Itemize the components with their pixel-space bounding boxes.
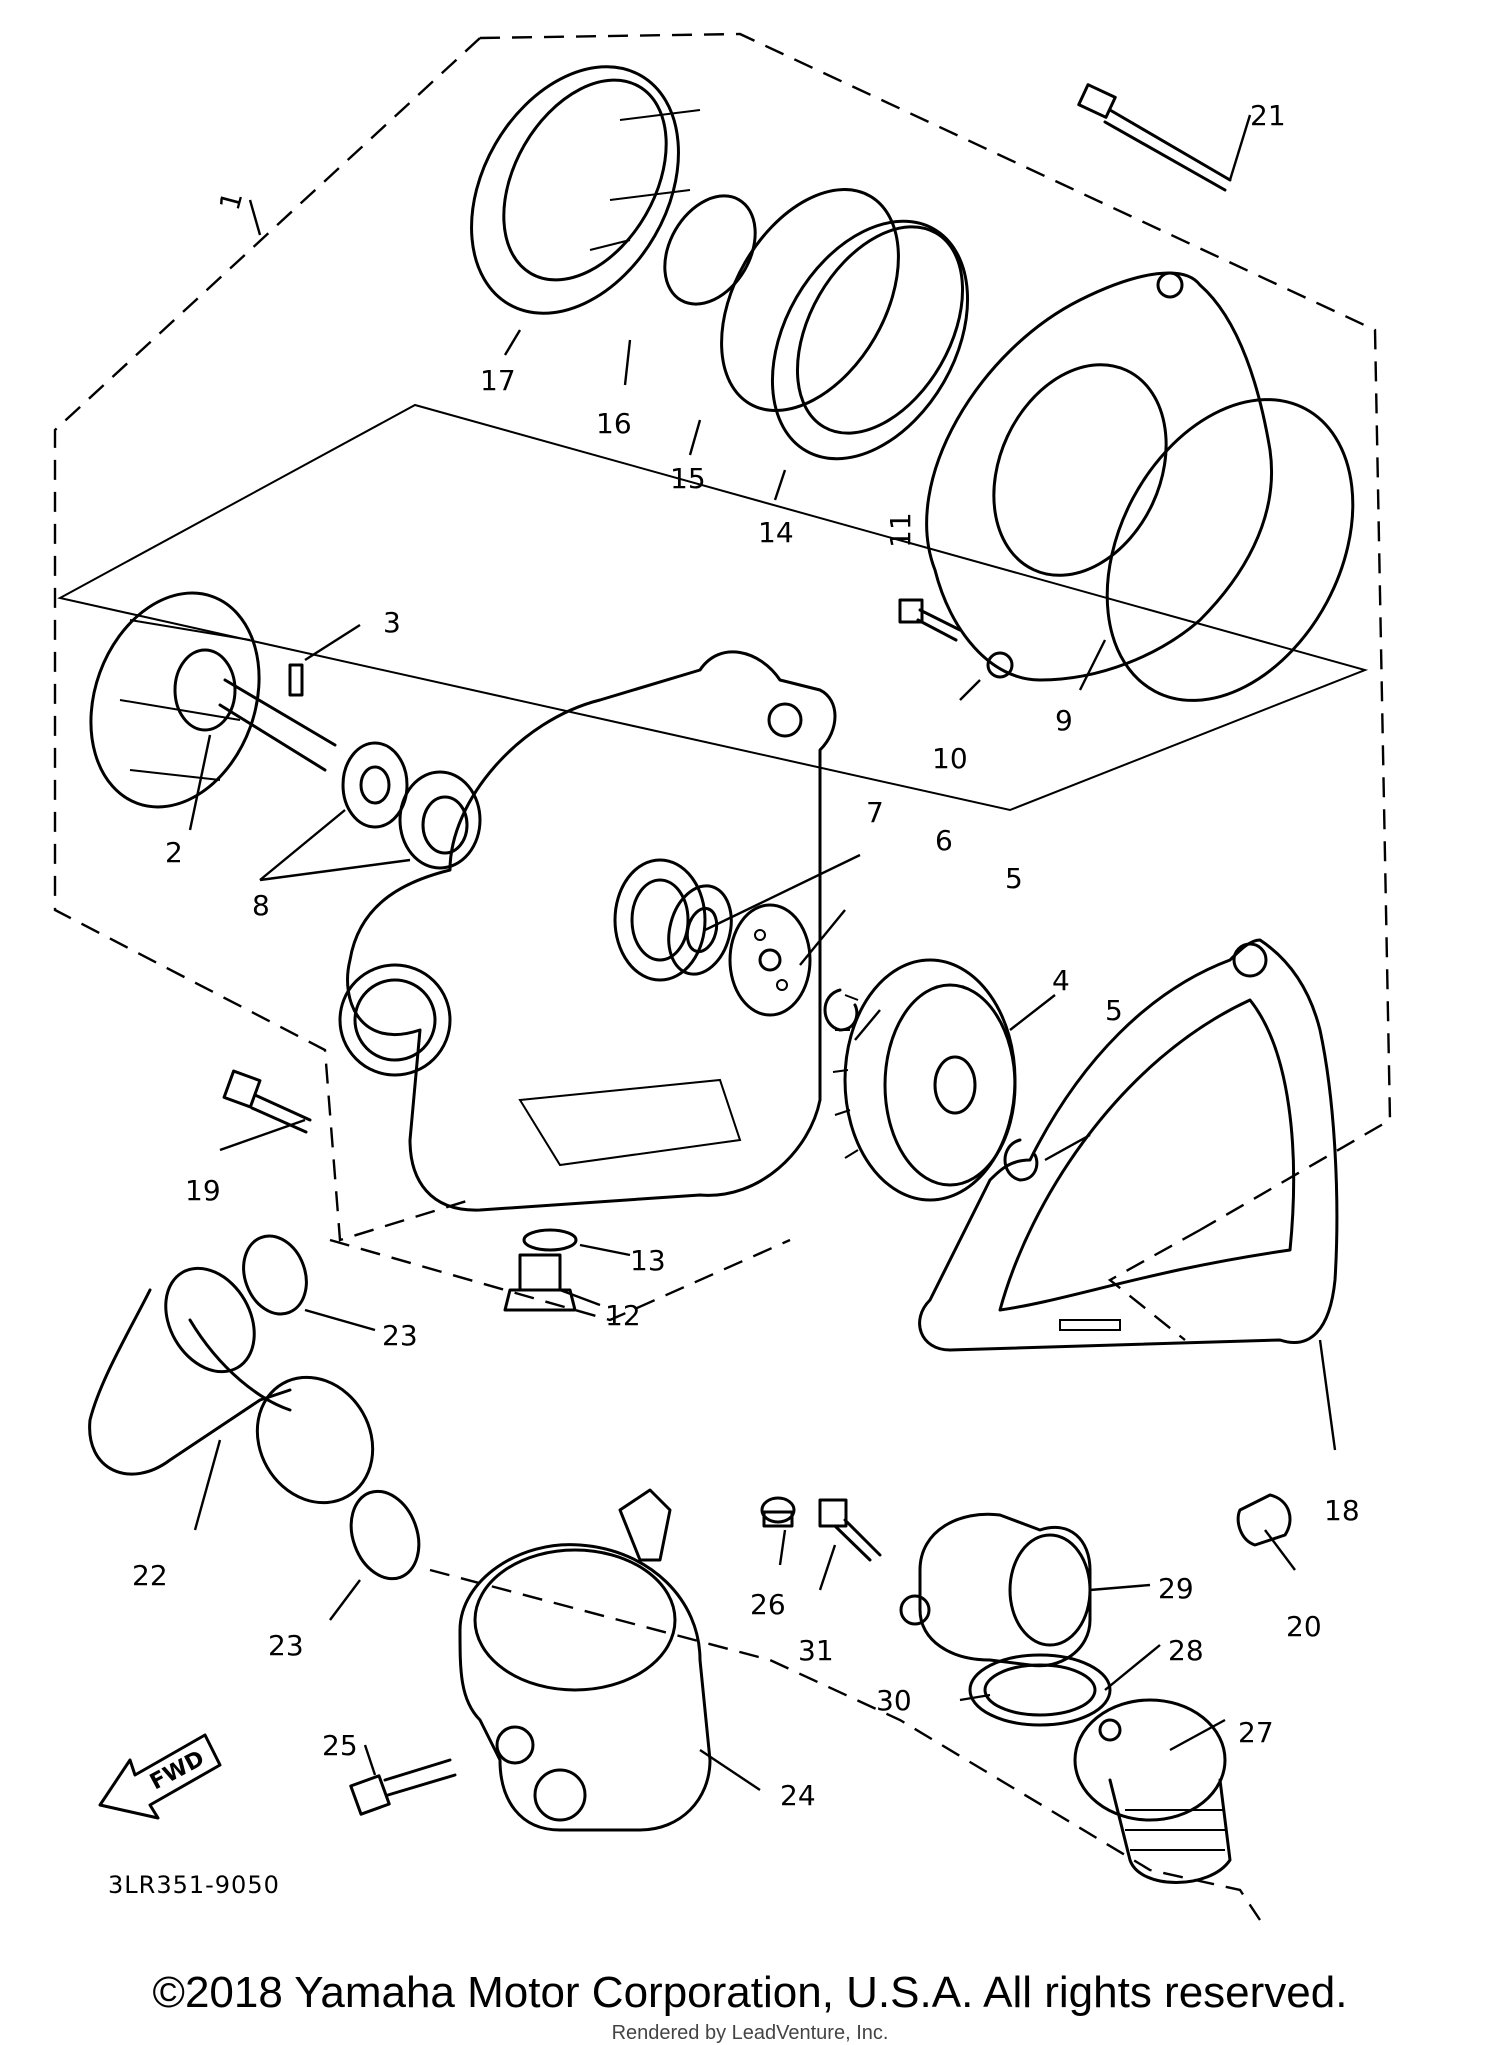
callout-3: 3 xyxy=(383,606,401,639)
callout-5b: 5 xyxy=(1105,994,1123,1027)
fwd-arrow-icon: FWD xyxy=(98,1733,222,1820)
thermostat-housing-part xyxy=(458,1488,712,1832)
thermostat-cover-part xyxy=(899,1512,1092,1668)
callout-1: 1 xyxy=(213,188,249,214)
assembly-outlines xyxy=(53,32,1392,1921)
elbow-pipe-part xyxy=(88,1266,375,1505)
housing-cover-part xyxy=(925,271,1273,682)
callout-12: 12 xyxy=(605,1299,641,1332)
plug-part xyxy=(663,194,757,306)
callout-28: 28 xyxy=(1168,1634,1204,1667)
callout-24: 24 xyxy=(780,1779,816,1812)
pump-housing-part xyxy=(338,650,837,1212)
callout-10: 10 xyxy=(932,742,968,775)
callout-15: 15 xyxy=(670,462,706,495)
leader-lines xyxy=(188,114,1337,1791)
callout-13: 13 xyxy=(630,1244,666,1277)
callout-18: 18 xyxy=(1324,1494,1360,1527)
seal-ring-part xyxy=(770,219,970,461)
callout-6: 6 xyxy=(935,824,953,857)
callout-25: 25 xyxy=(322,1729,358,1762)
callout-29: 29 xyxy=(1158,1572,1194,1605)
rendered-by-notice: Rendered by LeadVenture, Inc. xyxy=(611,2022,889,2044)
callout-23a: 23 xyxy=(382,1319,418,1352)
pipe-o-rings-part xyxy=(242,1234,421,1581)
callout-20: 20 xyxy=(1286,1610,1322,1643)
callout-2: 2 xyxy=(165,836,183,869)
gasket-ring-part xyxy=(1105,398,1355,702)
bearing-part xyxy=(667,884,733,976)
callout-16: 16 xyxy=(596,407,632,440)
callout-8: 8 xyxy=(252,889,270,922)
bolt-19-part xyxy=(222,1069,312,1134)
callout-11: 11 xyxy=(884,512,917,548)
seal-cover-part xyxy=(470,65,701,315)
diagram-code: 3LR351-9050 xyxy=(108,1871,280,1899)
callout-5a: 5 xyxy=(1005,862,1023,895)
callout-labels: 1 2 3 4 5 5 6 7 8 9 10 11 12 13 14 15 16… xyxy=(132,99,1360,1812)
callout-27: 27 xyxy=(1238,1716,1274,1749)
callout-14: 14 xyxy=(758,516,794,549)
gear-hub-part xyxy=(728,903,812,1017)
callout-9: 9 xyxy=(1055,704,1073,737)
callout-4: 4 xyxy=(1052,964,1070,997)
long-bolt-part xyxy=(1077,83,1232,192)
thermostat-part xyxy=(1073,1698,1232,1884)
pin-part xyxy=(288,663,304,697)
small-plug-part xyxy=(760,1496,796,1528)
copyright-notice: ©2018 Yamaha Motor Corporation, U.S.A. A… xyxy=(152,1968,1348,2017)
callout-17: 17 xyxy=(480,364,516,397)
large-gasket-part xyxy=(918,938,1339,1352)
bolt-31-part xyxy=(818,1498,882,1562)
callout-21: 21 xyxy=(1250,99,1286,132)
o-ring-part xyxy=(720,188,900,412)
cap-part xyxy=(1236,1493,1292,1547)
cover-group-outline xyxy=(57,403,1369,812)
callout-19: 19 xyxy=(185,1174,221,1207)
callout-30: 30 xyxy=(876,1684,912,1717)
bearing-seal-part xyxy=(341,741,482,870)
gear-part xyxy=(832,958,1017,1202)
callout-7: 7 xyxy=(866,796,884,829)
impeller-shaft-part xyxy=(89,591,337,809)
bolt-25-part xyxy=(349,1758,457,1816)
callout-31: 31 xyxy=(798,1634,834,1667)
callout-26: 26 xyxy=(750,1588,786,1621)
thermostat-gasket-part xyxy=(968,1653,1112,1727)
callout-23b: 23 xyxy=(268,1629,304,1662)
callout-22: 22 xyxy=(132,1559,168,1592)
small-bolt-part xyxy=(898,598,962,642)
drain-bolt-part xyxy=(503,1228,578,1312)
